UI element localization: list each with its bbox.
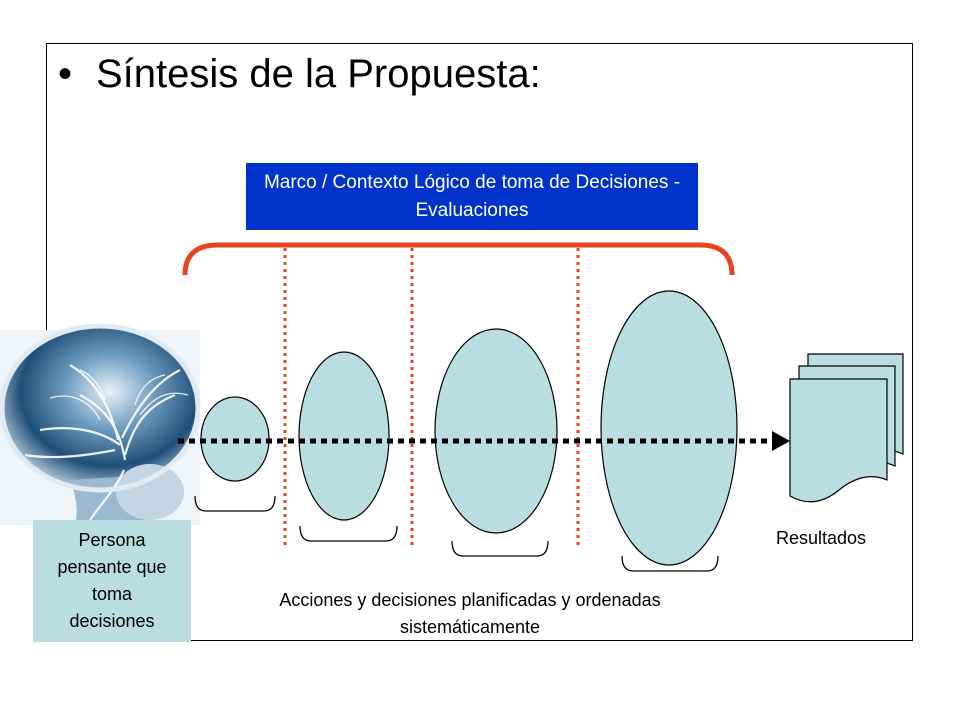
stage-ellipse [434, 328, 558, 534]
context-brace [182, 242, 735, 276]
stage-ellipse [600, 290, 738, 566]
stage-bracket [194, 495, 276, 512]
documents-stack-icon [789, 353, 904, 503]
context-frame-box: Marco / Contexto Lógico de toma de Decis… [246, 163, 698, 230]
stage-ellipse [298, 351, 390, 521]
title-text: Síntesis de la Propuesta: [96, 52, 541, 96]
person-label: Persona pensante que toma decisiones [57, 530, 167, 631]
slide-title: • Síntesis de la Propuesta: [58, 52, 541, 97]
title-bullet: • [58, 52, 73, 96]
context-frame-label: Marco / Contexto Lógico de toma de Decis… [263, 171, 681, 221]
arrow-right-icon [178, 431, 790, 451]
actions-caption: Acciones y decisiones planificadas y ord… [279, 590, 661, 637]
stage-bracket [299, 525, 398, 542]
stage-bracket [621, 555, 719, 572]
brain-xray-image [0, 323, 201, 525]
person-box: Persona pensante que toma decisiones [33, 520, 191, 642]
results-label: Resultados [776, 528, 867, 548]
stage-bracket [451, 540, 549, 557]
